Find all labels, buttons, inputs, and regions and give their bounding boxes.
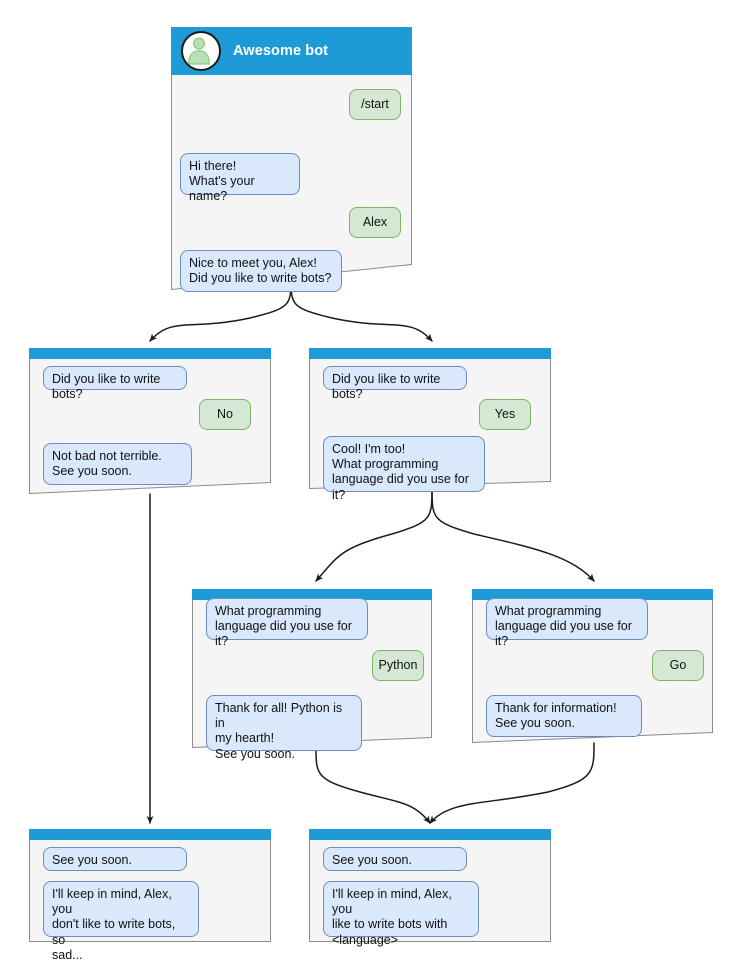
node-header-bar — [309, 348, 551, 359]
node-branch-go[interactable]: What programming language did you use fo… — [472, 589, 713, 743]
message-bubble-bot[interactable]: Thank for all! Python is in my hearth! S… — [206, 695, 362, 761]
message-bubble-user[interactable]: /start — [349, 89, 401, 120]
message-bubble-bot[interactable]: Cool! I'm too! What programming language… — [323, 436, 485, 502]
message-bubble-bot[interactable]: Did you like to write bots? — [43, 366, 187, 401]
node-branch-yes[interactable]: Did you like to write bots? Yes Cool! I'… — [309, 348, 551, 502]
message-bubble-bot[interactable]: Nice to meet you, Alex! Did you like to … — [180, 250, 342, 292]
message-bubble-bot[interactable]: What programming language did you use fo… — [486, 598, 648, 648]
edge-python-to-end-happy — [315, 747, 431, 824]
message-bubble-bot[interactable]: Not bad not terrible. See you soon. — [43, 443, 192, 485]
node-root-awesome-bot[interactable]: Awesome bot /start Hi there! What's your… — [171, 27, 412, 292]
message-bubble-user[interactable]: Yes — [479, 399, 531, 430]
message-bubble-bot[interactable]: See you soon. — [323, 847, 467, 871]
message-bubble-bot[interactable]: Hi there! What's your name? — [180, 153, 300, 203]
node-end-happy[interactable]: See you soon. I'll keep in mind, Alex, y… — [309, 829, 551, 947]
node-header-bar — [29, 348, 271, 359]
message-bubble-bot[interactable]: I'll keep in mind, Alex, you don't like … — [43, 881, 199, 962]
message-bubble-bot[interactable]: I'll keep in mind, Alex, you like to wri… — [323, 881, 479, 947]
node-header-bar — [29, 829, 271, 840]
node-branch-no[interactable]: Did you like to write bots? No Not bad n… — [29, 348, 271, 494]
node-header-bar — [309, 829, 551, 840]
edge-go-to-end-happy — [429, 742, 595, 824]
root-header-bar: Awesome bot — [171, 27, 412, 75]
message-bubble-bot[interactable]: Did you like to write bots? — [323, 366, 467, 401]
message-bubble-bot[interactable]: What programming language did you use fo… — [206, 598, 368, 648]
edge-yes-to-go — [431, 487, 595, 582]
message-bubble-bot[interactable]: See you soon. — [43, 847, 187, 871]
message-bubble-user[interactable]: Alex — [349, 207, 401, 238]
message-bubble-user[interactable]: Go — [652, 650, 704, 681]
person-avatar-icon — [181, 31, 221, 71]
node-header-bar — [192, 589, 432, 600]
node-end-sad[interactable]: See you soon. I'll keep in mind, Alex, y… — [29, 829, 271, 962]
message-bubble-bot[interactable]: Thank for information! See you soon. — [486, 695, 642, 737]
root-header-title: Awesome bot — [233, 43, 329, 59]
message-bubble-user[interactable]: Python — [372, 650, 424, 681]
node-branch-python[interactable]: What programming language did you use fo… — [192, 589, 432, 761]
node-header-bar — [472, 589, 713, 600]
message-bubble-user[interactable]: No — [199, 399, 251, 430]
